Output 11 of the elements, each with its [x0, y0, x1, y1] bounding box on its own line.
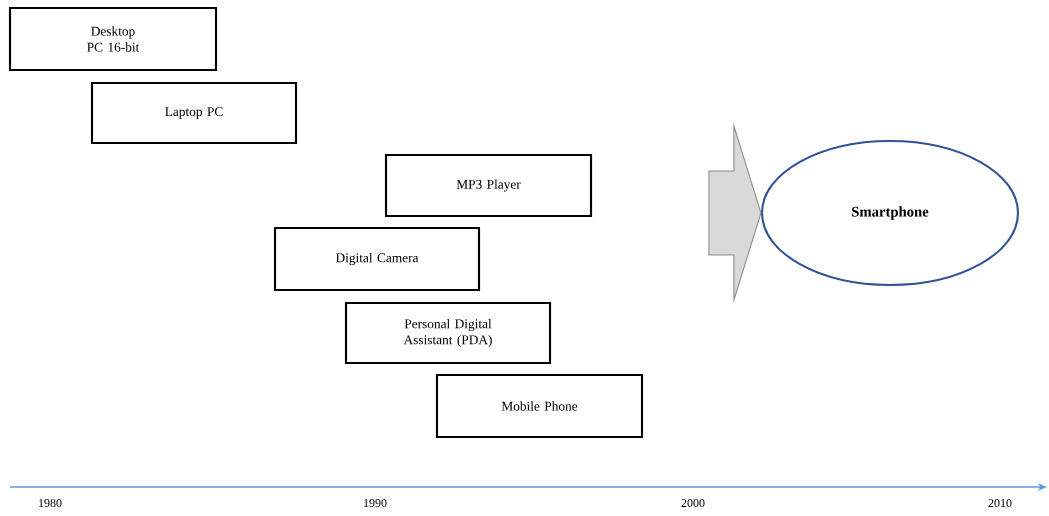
year-label: 1990 [364, 498, 387, 508]
year-label: 2010 [988, 498, 1012, 508]
device-box: Mobile Phone [435, 373, 644, 439]
device-box: Laptop PC [90, 81, 298, 145]
year-label: 2000 [681, 498, 705, 508]
device-box: Digital Camera [273, 226, 481, 292]
device-box: Desktop PC 16-bit [8, 6, 218, 72]
device-box: MP3 Player [384, 153, 593, 218]
year-label: 1980 [39, 498, 62, 508]
block-arrow [708, 122, 762, 304]
device-box: Personal Digital Assistant (PDA) [344, 301, 552, 365]
